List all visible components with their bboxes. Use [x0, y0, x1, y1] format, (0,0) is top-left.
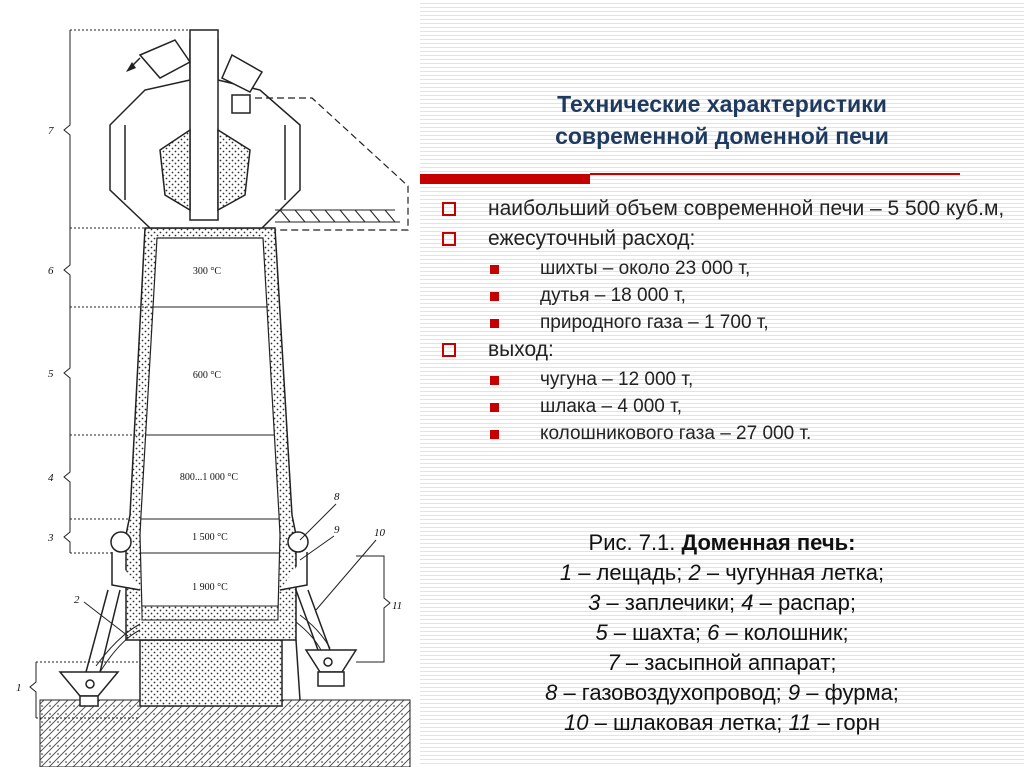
figure-caption: Рис. 7.1. Доменная печь: 1 – лещадь; 2 –…: [420, 528, 1024, 738]
legend-number: 3: [588, 590, 601, 615]
legend-number: 5: [595, 620, 608, 645]
callout-10: 10: [374, 527, 386, 539]
sub-bullet-charge: шихты – около 23 000 т,: [438, 256, 1018, 282]
zone-label-1: 1: [16, 682, 22, 694]
square-bullet-icon: [490, 292, 499, 301]
square-bullet-icon: [490, 265, 499, 274]
accent-line: [590, 173, 960, 175]
legend-text: – чугунная летка;: [700, 560, 885, 585]
hearth-bottom: [141, 605, 279, 621]
callout-2: 2: [74, 594, 80, 606]
legend-number: 7: [607, 650, 620, 675]
legend-number: 2: [688, 560, 701, 585]
temp-shaft: 600 °C: [193, 370, 221, 381]
hollow-square-bullet-icon: [442, 343, 456, 357]
sub-bullet-natural-gas: природного газа – 1 700 т,: [438, 310, 1018, 336]
legend-text: – заплечики;: [600, 590, 742, 615]
caption-line: 3 – заплечики; 4 – распар;: [420, 588, 1024, 618]
temp-belly: 800...1 000 °C: [180, 472, 238, 483]
square-bullet-icon: [490, 376, 499, 385]
slide-title: Технические характеристики современной д…: [420, 88, 1024, 152]
legend-text: – лещадь;: [572, 560, 689, 585]
sub-bullet-top-gas: колошникового газа – 27 000 т.: [438, 421, 1018, 447]
caption-line: 5 – шахта; 6 – колошник;: [420, 618, 1024, 648]
sub-bullet-blast: дутья – 18 000 т,: [438, 283, 1018, 309]
foundation-block: [139, 639, 283, 707]
furnace-interior: [139, 237, 281, 613]
square-bullet-icon: [490, 319, 499, 328]
zone-label-3: 3: [47, 532, 54, 544]
legend-text: – горн: [811, 710, 880, 735]
legend-text: – газовоздухопровод;: [557, 680, 788, 705]
temp-throat: 300 °C: [193, 266, 221, 277]
blast-furnace-diagram: 300 °C 600 °C 800...1 000 °C 1 500 °C 1 …: [16, 29, 411, 767]
charging-apparatus: [109, 29, 301, 229]
legend-text: – шахта;: [607, 620, 708, 645]
ladle-left: [58, 671, 120, 707]
title-line-1: Технические характеристики: [557, 91, 887, 117]
bustle-pipe: [110, 531, 309, 591]
legend-number: 6: [707, 620, 720, 645]
bullet-output: выход:: [438, 337, 1018, 363]
legend-number: 10: [564, 710, 589, 735]
square-bullet-icon: [490, 403, 499, 412]
text-panel: Технические характеристики современной д…: [420, 0, 1024, 767]
callout-9: 9: [334, 524, 340, 536]
legend-text: – засыпной аппарат;: [619, 650, 837, 675]
accent-bar: [420, 174, 590, 184]
legend-number: 1: [559, 560, 573, 585]
bullet-daily-consumption: ежесуточный расход:: [438, 226, 1018, 252]
legend-number: 11: [788, 710, 812, 735]
gas-duct: [255, 97, 409, 231]
temp-hearth: 1 900 °C: [192, 582, 228, 593]
caption-line: 8 – газовоздухопровод; 9 – фурма;: [420, 678, 1024, 708]
caption-heading: Рис. 7.1. Доменная печь:: [588, 530, 856, 555]
callout-8: 8: [334, 491, 340, 503]
zone-label-5: 5: [48, 368, 54, 380]
ladle-right: [304, 649, 358, 687]
caption-legend: 1 – лещадь; 2 – чугунная летка;3 – запле…: [420, 558, 1024, 738]
bullet-list: наибольший объем современной печи – 5 50…: [438, 196, 1018, 448]
legend-number: 8: [545, 680, 558, 705]
caption-line: 7 – засыпной аппарат;: [420, 648, 1024, 678]
sub-bullet-slag: шлака – 4 000 т,: [438, 394, 1018, 420]
hollow-square-bullet-icon: [442, 232, 456, 246]
legend-number: 4: [741, 590, 754, 615]
legend-number: 9: [787, 680, 801, 705]
caption-line: 10 – шлаковая летка; 11 – горн: [420, 708, 1024, 738]
caption-line: 1 – лещадь; 2 – чугунная летка;: [420, 558, 1024, 588]
callout-11: 11: [392, 600, 402, 612]
temp-bosh: 1 500 °C: [192, 532, 228, 543]
foundation-ground: [39, 699, 411, 767]
legend-text: – колошник;: [719, 620, 849, 645]
sub-bullet-pig-iron: чугуна – 12 000 т,: [438, 367, 1018, 393]
hollow-square-bullet-icon: [442, 202, 456, 216]
zone-label-4: 4: [48, 472, 54, 484]
zone-label-7: 7: [48, 125, 54, 137]
legend-text: – распар;: [753, 590, 856, 615]
bullet-max-volume: наибольший объем современной печи – 5 50…: [438, 196, 1018, 222]
legend-text: – шлаковая летка;: [588, 710, 789, 735]
square-bullet-icon: [490, 430, 499, 439]
legend-text: – фурма;: [800, 680, 899, 705]
zone-label-6: 6: [48, 265, 54, 277]
title-line-2: современной доменной печи: [555, 123, 889, 149]
